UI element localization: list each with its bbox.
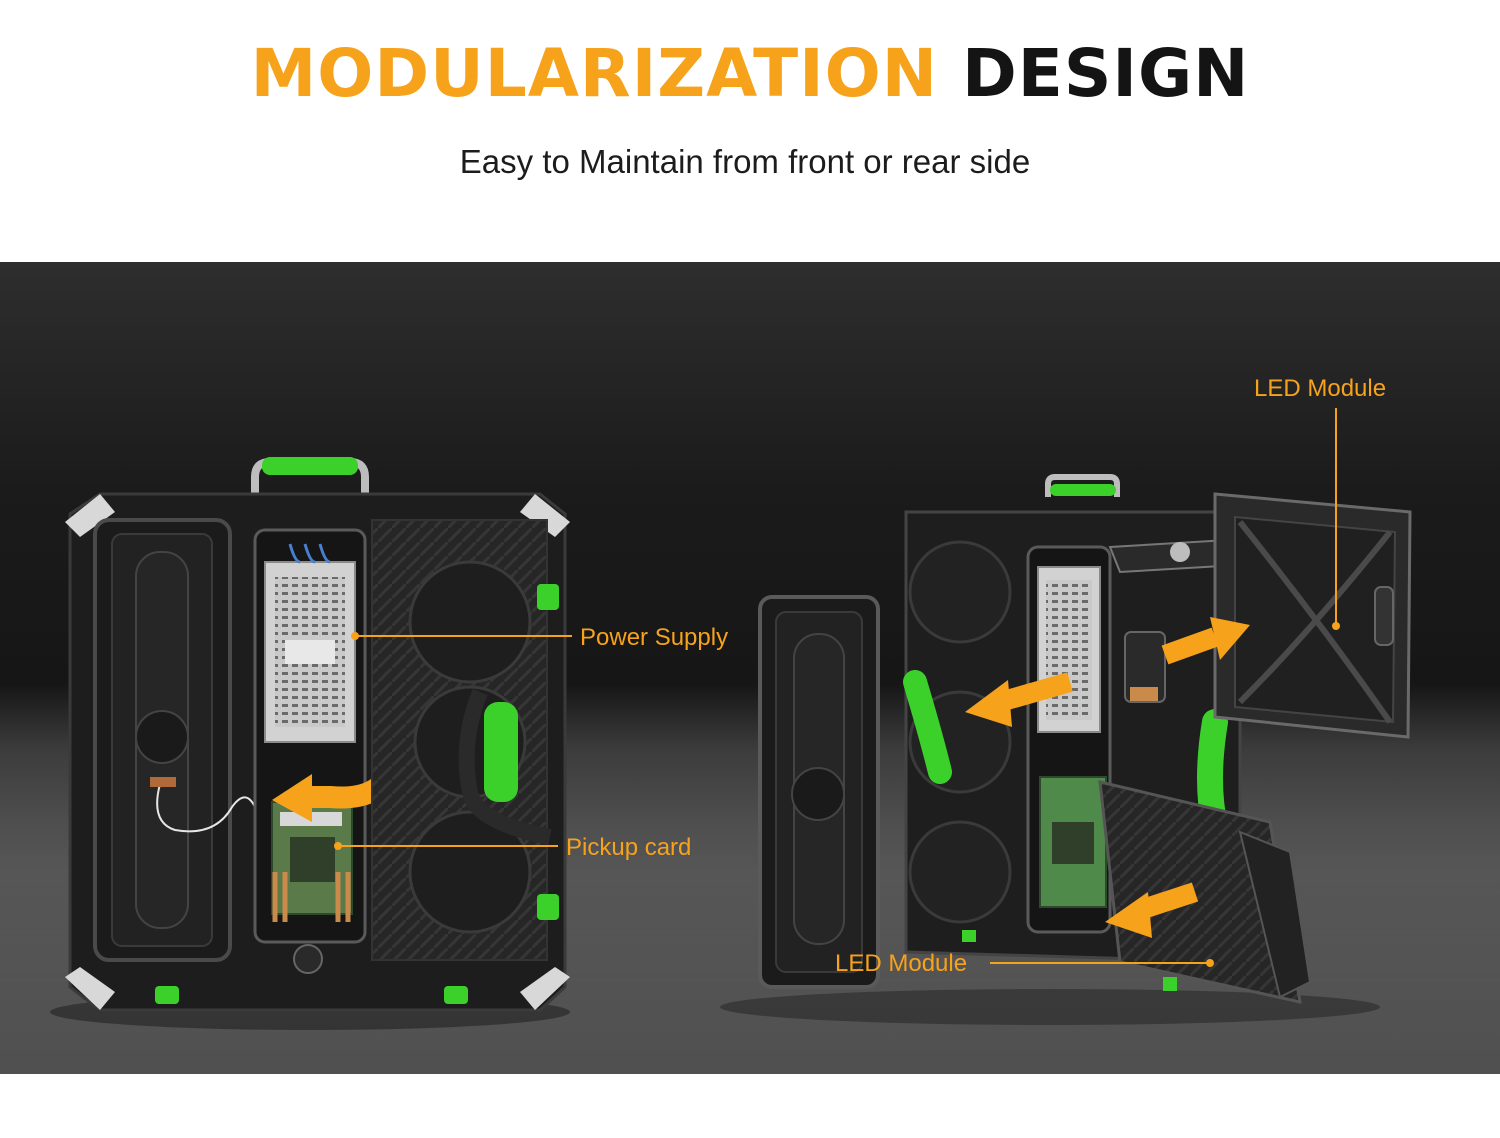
cabinet-illustration: Power Supply Pickup card LED Module LED … xyxy=(0,375,1500,1074)
callout-pickup-card: Pickup card xyxy=(566,834,691,861)
right-cabinet-icon xyxy=(758,474,1412,1004)
callout-power-supply: Power Supply xyxy=(580,624,728,651)
header: MODULARIZATION DESIGN Easy to Maintain f… xyxy=(0,0,1500,262)
product-illustration: Power Supply Pickup card LED Module LED … xyxy=(0,262,1500,1074)
callout-led-module-bottom: LED Module xyxy=(835,950,967,977)
callout-led-module-top: LED Module xyxy=(1254,375,1386,402)
left-cabinet-icon xyxy=(65,457,570,1012)
page-title: MODULARIZATION DESIGN xyxy=(0,34,1500,114)
footer-band xyxy=(0,1074,1500,1138)
page-subtitle: Easy to Maintain from front or rear side xyxy=(459,143,1031,180)
title-rest: DESIGN xyxy=(962,35,1250,112)
arrow-icon xyxy=(965,617,1250,938)
title-highlight: MODULARIZATION xyxy=(250,35,939,112)
power-supply-icon xyxy=(264,543,356,743)
led-module-icon xyxy=(1213,492,1412,739)
